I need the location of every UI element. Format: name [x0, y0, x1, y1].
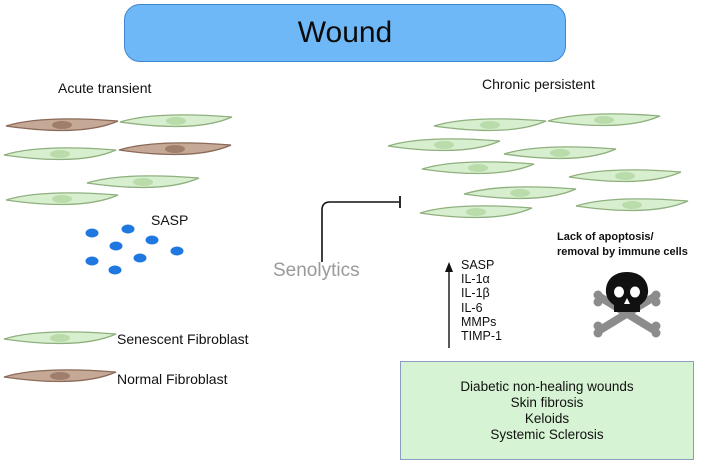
marker-item: TIMP-1: [461, 329, 502, 344]
normal-fibroblast-cell: [118, 142, 232, 156]
senescent-fibroblast-cell: [568, 169, 682, 183]
senescent-fibroblast-cell: [421, 161, 535, 175]
normal-fibroblast-cell: [5, 118, 119, 132]
legend-normal-label: Normal Fibroblast: [117, 371, 228, 387]
disease-item: Keloids: [524, 410, 570, 426]
senescent-fibroblast-cell: [419, 205, 533, 219]
marker-item: IL-1α: [461, 272, 490, 287]
apoptosis-note-line: Lack of apoptosis/: [557, 231, 654, 243]
legend-normal-cell: [3, 369, 117, 383]
apoptosis-note-line: removal by immune cells: [557, 246, 688, 258]
senescent-fibroblast-cell: [387, 138, 501, 152]
inhibition-arrow-icon: [321, 196, 401, 262]
right-heading: Chronic persistent: [482, 76, 595, 92]
sasp-dot: [109, 241, 123, 251]
sasp-dot: [170, 246, 184, 256]
disease-item: Systemic Sclerosis: [490, 426, 604, 442]
marker-list: SASP IL-1α IL-1β IL-6 MMPs TIMP-1: [461, 258, 502, 343]
skull-crossbones-icon: [593, 272, 661, 338]
senescent-fibroblast-cell: [547, 113, 661, 127]
senescent-fibroblast-cell: [3, 147, 117, 161]
legend-senescent-cell: [3, 331, 117, 345]
senescent-fibroblast-cell: [119, 114, 233, 128]
marker-item: IL-6: [461, 300, 483, 315]
senescent-fibroblast-cell: [5, 192, 119, 206]
sasp-dot: [145, 235, 159, 245]
senescent-fibroblast-cell: [86, 175, 200, 189]
sasp-dot: [133, 253, 147, 263]
title-box: Wound: [124, 4, 566, 62]
up-arrow-icon: [445, 262, 453, 348]
marker-item: IL-1β: [461, 286, 490, 301]
senescent-fibroblast-cell: [433, 118, 547, 132]
left-heading: Acute transient: [58, 80, 152, 96]
sasp-dot: [85, 228, 99, 238]
marker-item: MMPs: [461, 314, 497, 329]
sasp-label: SASP: [151, 212, 189, 228]
disease-item: Diabetic non-healing wounds: [460, 378, 634, 394]
senescent-fibroblast-cell: [463, 186, 577, 200]
senescent-fibroblast-cell: [575, 198, 689, 212]
sasp-dot: [85, 256, 99, 266]
senescent-fibroblast-cell: [503, 146, 617, 160]
apoptosis-note: Lack of apoptosis/ removal by immune cel…: [557, 230, 688, 260]
sasp-dot: [108, 265, 122, 275]
sasp-dots: [85, 224, 184, 275]
title: Wound: [297, 16, 393, 49]
legend-senescent-label: Senescent Fibroblast: [117, 331, 249, 347]
marker-item: SASP: [461, 258, 495, 272]
sasp-dot: [121, 224, 135, 234]
disease-item: Skin fibrosis: [510, 394, 584, 410]
disease-box: Diabetic non-healing wounds Skin fibrosi…: [400, 361, 694, 460]
senolytics-label: Senolytics: [273, 260, 360, 281]
